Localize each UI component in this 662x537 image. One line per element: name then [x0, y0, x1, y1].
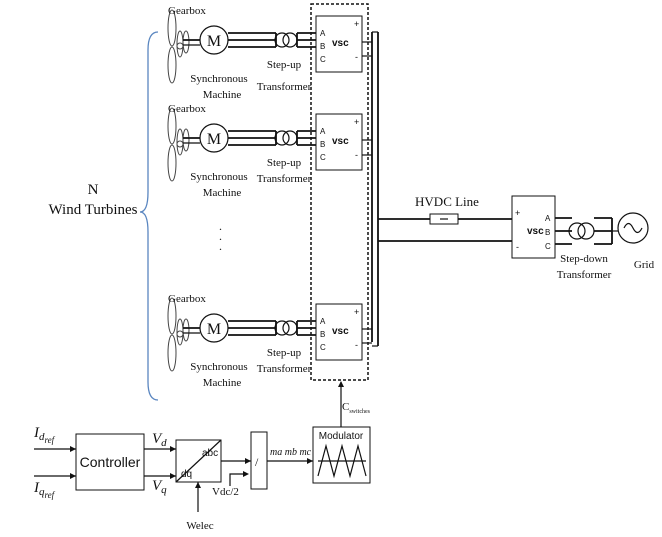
switching-signal-label: Cswitches — [342, 401, 371, 415]
dc-bus — [362, 31, 379, 347]
step-up-transformer-label-1: Step-up — [267, 347, 302, 359]
grid-ac-source-icon — [617, 212, 649, 244]
wind-turbines-label: Wind Turbines — [49, 202, 138, 218]
machine-label-1: Synchronous — [190, 361, 247, 373]
grid-vsc-phase-b: B — [545, 228, 550, 237]
step-up-transformer-label-2: Transformer — [257, 81, 312, 93]
carrier-wave-icon — [317, 443, 367, 479]
converter-group-border — [310, 3, 369, 381]
step-up-transformer-label-2: Transformer — [257, 173, 312, 185]
phase-c-label: C — [320, 153, 326, 162]
step-up-transformer-label-1: Step-up — [267, 59, 302, 71]
welec-label: Welec — [186, 520, 213, 532]
turbine-converter-block: vsc ABC + - — [315, 15, 363, 73]
converter-label: vsc — [332, 326, 349, 337]
dc-minus-label: - — [355, 340, 358, 350]
gearbox-label: Gearbox — [168, 293, 206, 305]
step-up-transformer-icon — [274, 32, 298, 48]
phase-a-label: A — [320, 29, 326, 38]
transform-dq-label: dq — [181, 469, 192, 480]
phase-b-label: B — [320, 330, 325, 339]
grid-vsc-plus: + — [515, 208, 520, 218]
turbine-count-label: N — [88, 182, 99, 198]
machine-label-2: Machine — [203, 89, 242, 101]
converter-label: vsc — [332, 38, 349, 49]
dc-plus-label: + — [354, 307, 359, 317]
phase-a-label: A — [320, 317, 326, 326]
machine-label-2: Machine — [203, 187, 242, 199]
turbine-converter-block: vsc ABC + - — [315, 303, 363, 361]
phase-b-label: B — [320, 140, 325, 149]
controller-block — [75, 433, 145, 491]
step-down-transformer-label-1: Step-down — [560, 253, 608, 265]
divider-block — [250, 431, 268, 490]
machine-symbol: M — [207, 131, 221, 148]
controller-label: Controller — [80, 454, 141, 470]
gearbox-label: Gearbox — [168, 103, 206, 115]
id-ref-label: Idref — [33, 425, 56, 445]
phase-c-label: C — [320, 343, 326, 352]
machine-label-1: Synchronous — [190, 73, 247, 85]
vd-label: Vd — [152, 431, 167, 449]
phase-b-label: B — [320, 42, 325, 51]
turbine-group-brace — [139, 31, 159, 401]
turbine-rotor-icon — [167, 297, 190, 372]
dc-minus-label: - — [355, 150, 358, 160]
machine-label-1: Synchronous — [190, 171, 247, 183]
turbine-converter-block: vsc ABC + - — [315, 113, 363, 171]
hvdc-line: HVDC Line — [378, 194, 512, 242]
phase-a-label: A — [320, 127, 326, 136]
turbine-rotor-icon — [167, 107, 190, 182]
step-up-transformer-label-1: Step-up — [267, 157, 302, 169]
modulation-index-label: ma mb mc — [270, 447, 312, 458]
grid-label: Grid — [634, 259, 655, 271]
gearbox-label: Gearbox — [168, 5, 206, 17]
grid-side-converter: vsc + - A B C — [511, 195, 556, 259]
ellipsis-dot: . — [219, 239, 222, 253]
dc-plus-label: + — [354, 19, 359, 29]
step-down-transformer-label-2: Transformer — [557, 269, 612, 281]
iq-ref-label: Iqref — [33, 480, 56, 500]
machine-label-2: Machine — [203, 377, 242, 389]
transform-abc-label: abc — [202, 448, 218, 459]
grid-vsc-phase-a: A — [545, 214, 551, 223]
ellipsis-dot: . — [219, 229, 222, 243]
divider-label: / — [255, 455, 259, 469]
step-up-transformer-label-2: Transformer — [257, 363, 312, 375]
phase-c-label: C — [320, 55, 326, 64]
step-down-transformer-icon — [568, 222, 595, 240]
modulator-label: Modulator — [319, 431, 364, 442]
converter-label: vsc — [332, 136, 349, 147]
vq-label: Vq — [152, 478, 167, 496]
ellipsis-dot: . — [219, 219, 222, 233]
turbine-rotor-icon — [167, 9, 190, 84]
turbine-rows: GearboxMSynchronousMachineStep-upTransfo… — [167, 5, 363, 389]
grid-vsc-minus: - — [516, 242, 519, 252]
machine-symbol: M — [207, 321, 221, 338]
dc-minus-label: - — [355, 52, 358, 62]
vdc-label: Vdc/2 — [212, 486, 239, 498]
grid-vsc-label: vsc — [527, 226, 544, 237]
control-section: Idref Iqref Controller Vd Vq abc dq Wele… — [33, 381, 371, 532]
machine-symbol: M — [207, 33, 221, 50]
grid-vsc-phase-c: C — [545, 242, 551, 251]
dc-plus-label: + — [354, 117, 359, 127]
step-up-transformer-icon — [274, 130, 298, 146]
step-up-transformer-icon — [274, 320, 298, 336]
hvdc-line-label: HVDC Line — [415, 194, 479, 209]
